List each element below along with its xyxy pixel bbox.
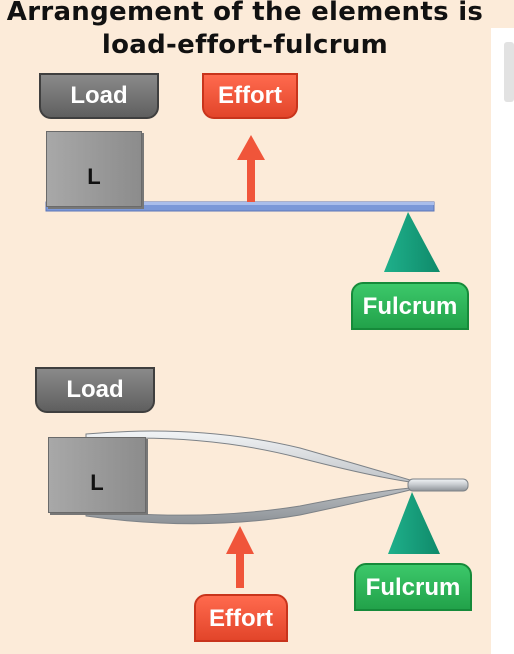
bottom-fulcrum-label: Fulcrum (354, 563, 472, 611)
effort-arrow-shaft (236, 552, 244, 588)
load-label-text: Load (70, 82, 128, 109)
top-effort-arrow (237, 135, 265, 202)
lever-bar-highlight (46, 202, 434, 205)
load-label-text: Load (66, 376, 124, 403)
bottom-load-label: Load (35, 367, 155, 413)
effort-label-text: Effort (209, 605, 273, 632)
bottom-fulcrum-wedge (388, 492, 440, 554)
bottom-effort-arrow (226, 526, 254, 588)
top-fulcrum-label: Fulcrum (351, 282, 469, 330)
load-box-letter: L (90, 470, 104, 495)
top-load-label: Load (39, 73, 159, 119)
top-load-box: L (46, 131, 142, 207)
side-panel (491, 28, 514, 654)
fulcrum-label-text: Fulcrum (362, 293, 458, 320)
bottom-load-box: L (48, 437, 146, 513)
tongs-hinge (407, 478, 469, 492)
effort-arrow-shaft (247, 158, 255, 202)
diagram-title-line-1: Arrangement of the elements is (6, 0, 484, 27)
side-panel-scroll (504, 42, 514, 102)
effort-arrow-head (226, 526, 254, 554)
tongs-arms (85, 430, 467, 525)
fulcrum-label-text: Fulcrum (365, 574, 461, 601)
top-fulcrum-wedge (384, 212, 440, 272)
bottom-tongs (85, 430, 469, 525)
diagram-title-line-2: load-effort-fulcrum (101, 30, 389, 60)
bottom-effort-label: Effort (194, 594, 288, 642)
load-box-letter: L (87, 164, 101, 189)
top-effort-label: Effort (202, 73, 298, 119)
effort-arrow-head (237, 135, 265, 160)
effort-label-text: Effort (218, 82, 282, 109)
